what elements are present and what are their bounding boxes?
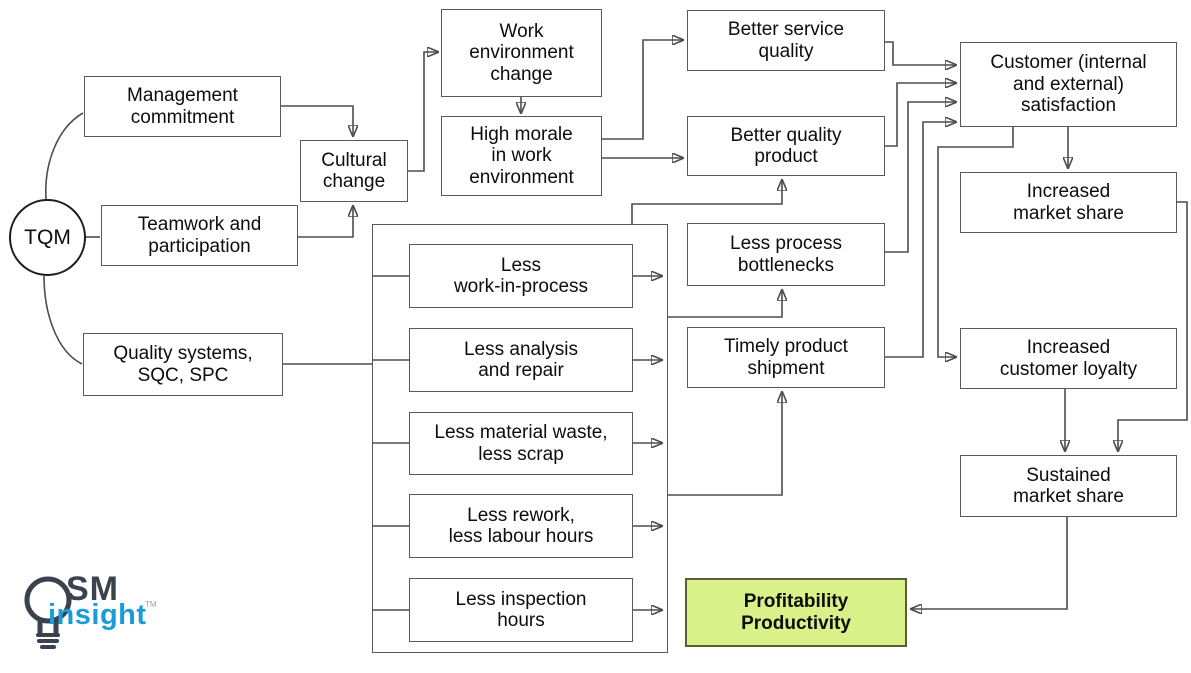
node-sustained-market-share: Sustained market share xyxy=(960,455,1177,517)
node-less-inspection-hours: Less inspection hours xyxy=(409,578,633,642)
node-less-process-bottlenecks: Less process bottlenecks xyxy=(687,223,885,286)
node-better-quality-product: Better quality product xyxy=(687,116,885,176)
edge-timely-customer xyxy=(885,122,956,358)
edge-customer-loyalty xyxy=(937,127,1014,357)
node-less-analysis-repair: Less analysis and repair xyxy=(409,328,633,392)
node-cultural-change: Cultural change xyxy=(300,140,408,202)
node-increased-market-share: Increased market share xyxy=(960,172,1177,233)
node-high-morale: High morale in work environment xyxy=(441,116,602,196)
edge-marketshare-sustained xyxy=(1118,201,1188,451)
edge-product-customer xyxy=(885,83,956,147)
logo-insight-text: insight xyxy=(48,599,147,631)
edge-tqm-management xyxy=(45,112,84,200)
sm-insight-logo: SM insight TM xyxy=(22,566,172,661)
node-teamwork-participation: Teamwork and participation xyxy=(101,205,298,266)
node-less-rework: Less rework, less labour hours xyxy=(409,494,633,558)
node-less-material-waste: Less material waste, less scrap xyxy=(409,412,633,475)
node-timely-product-shipment: Timely product shipment xyxy=(687,327,885,388)
node-profitability-productivity: Profitability Productivity xyxy=(685,578,907,647)
edge-teamwork-cultural xyxy=(298,206,353,238)
node-tqm: TQM xyxy=(9,199,86,276)
edge-sustained-profitability xyxy=(911,517,1068,609)
edge-container-product xyxy=(631,180,782,224)
logo-sm-text: SM xyxy=(66,570,119,608)
node-less-work-in-process: Less work-in-process xyxy=(409,244,633,308)
node-management-commitment: Management commitment xyxy=(84,76,281,137)
logo-trademark: TM xyxy=(145,600,157,609)
edge-management-cultural xyxy=(281,105,353,136)
node-customer-satisfaction: Customer (internal and external) satisfa… xyxy=(960,42,1177,127)
node-quality-systems: Quality systems, SQC, SPC xyxy=(83,333,283,396)
edge-container-timely xyxy=(668,392,782,496)
edge-bottlenecks-customer xyxy=(885,102,956,253)
less-items-container xyxy=(372,224,668,653)
node-increased-customer-loyalty: Increased customer loyalty xyxy=(960,328,1177,389)
edge-service-customer xyxy=(885,41,956,65)
edge-container-bottlenecks xyxy=(668,290,782,318)
node-work-environment-change: Work environment change xyxy=(441,9,602,97)
lightbulb-icon xyxy=(24,576,72,649)
node-better-service-quality: Better service quality xyxy=(687,10,885,71)
edge-cultural-workenv xyxy=(408,52,438,172)
edge-tqm-quality xyxy=(43,275,83,365)
edge-morale-service xyxy=(602,40,683,140)
